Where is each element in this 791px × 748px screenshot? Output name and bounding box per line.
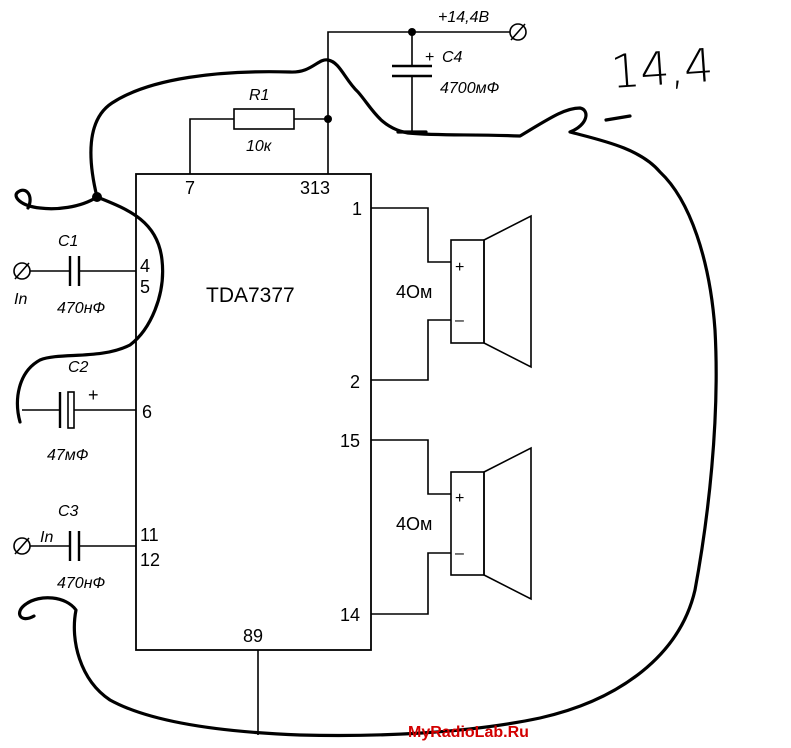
- pin-313-label: 313: [300, 178, 330, 198]
- c3-name: C3: [58, 503, 79, 520]
- pin-5-label: 5: [140, 277, 150, 297]
- input1-label: In: [14, 291, 27, 308]
- pin-6-label: 6: [142, 402, 152, 422]
- handdrawn-ground-loop: [18, 58, 718, 738]
- c3-value: 470нФ: [57, 575, 106, 592]
- c4-polarity: +: [425, 49, 434, 66]
- speaker1-minus: –: [455, 312, 464, 329]
- speaker2-impedance: 4Ом: [396, 514, 432, 534]
- handwritten-note: 14,4: [609, 38, 715, 99]
- pin-14-label: 14: [340, 605, 360, 625]
- pin-2-label: 2: [350, 372, 360, 392]
- speaker1-wire-minus: [371, 319, 451, 381]
- r1-wire: [189, 118, 234, 174]
- r1-body: [233, 108, 295, 130]
- speaker1-wire-plus: [371, 207, 451, 263]
- supply-terminal: [509, 23, 527, 41]
- input1-terminal-slash: [14, 262, 30, 280]
- r1-value: 10к: [246, 138, 273, 155]
- chip-body: [135, 173, 372, 651]
- pin-4-label: 4: [140, 256, 150, 276]
- c4-value: 4700мФ: [440, 80, 500, 97]
- input2-terminal-slash: [14, 537, 30, 555]
- c1-value: 470нФ: [57, 300, 106, 317]
- c2-name: C2: [68, 359, 89, 376]
- c2-polarity: +: [88, 385, 99, 405]
- speaker2-wire-plus: [371, 439, 451, 495]
- supply-wire: [327, 31, 510, 174]
- speaker1-impedance: 4Ом: [396, 282, 432, 302]
- pin-89-label: 89: [243, 626, 263, 646]
- pin-7-label: 7: [185, 178, 195, 198]
- speaker2-cone: [483, 446, 532, 601]
- c1-name: C1: [58, 233, 78, 250]
- speaker2-minus: –: [455, 545, 464, 562]
- r1-node: [324, 115, 332, 123]
- c2-plate-right: [67, 391, 75, 429]
- speaker2-plus: +: [455, 490, 464, 507]
- watermark: MyRadioLab.Ru: [408, 724, 529, 741]
- pin-12-label: 12: [140, 550, 160, 570]
- handdrawn-junction: [92, 192, 102, 202]
- speaker2-wire-minus: [371, 552, 451, 615]
- r1-name: R1: [249, 87, 269, 104]
- speaker1-cone: [483, 214, 532, 369]
- c4-name: C4: [442, 49, 463, 66]
- speaker1-plus: +: [455, 259, 464, 276]
- handdrawn-ground-tail: [15, 195, 165, 424]
- handwritten-dash: [604, 114, 632, 122]
- chip-name: TDA7377: [206, 284, 295, 307]
- supply-terminal-slash: [510, 23, 526, 41]
- pin-11-label: 11: [140, 525, 159, 545]
- c2-value: 47мФ: [47, 447, 89, 464]
- input2-label: In: [40, 529, 53, 546]
- pin-1-label: 1: [352, 199, 362, 219]
- handdrawn-top-left-loop: [14, 188, 99, 211]
- pin-15-label: 15: [340, 431, 360, 451]
- supply-voltage-label: +14,4В: [438, 9, 489, 26]
